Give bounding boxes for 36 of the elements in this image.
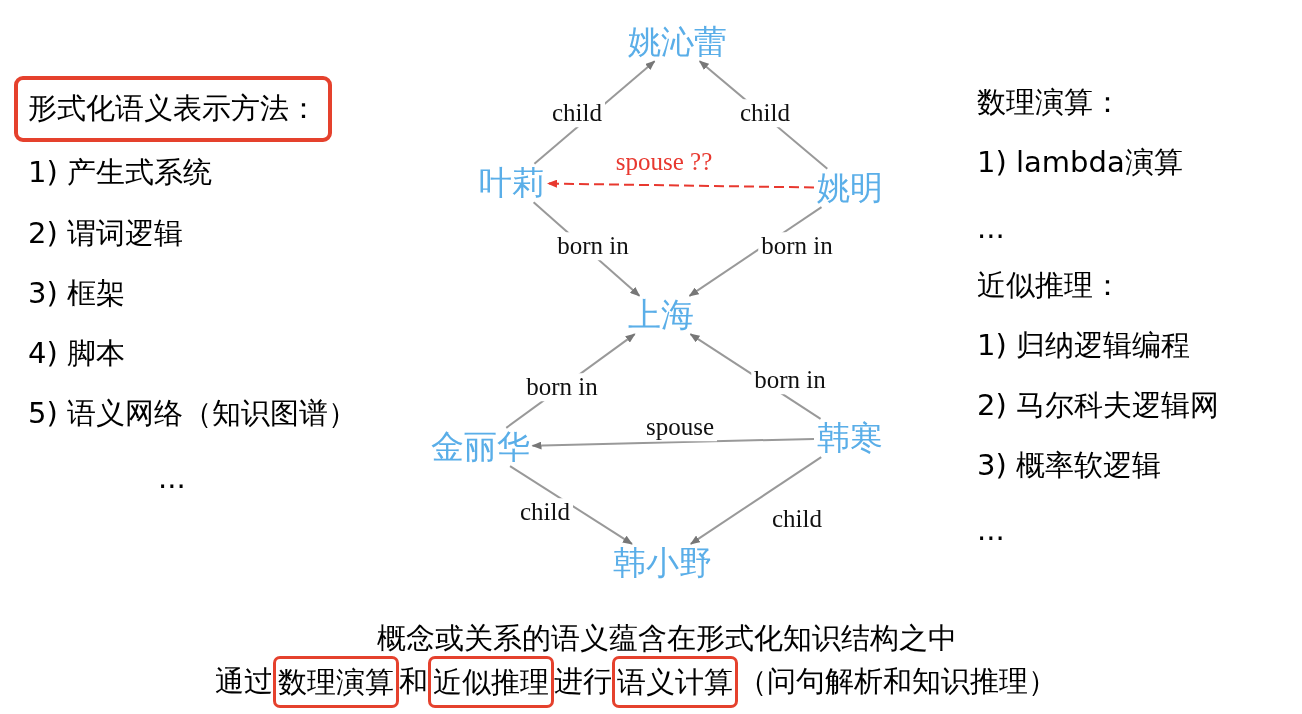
entity-label: 姚沁蕾: [625, 23, 729, 61]
list-item: 5) 语义网络（知识图谱）: [28, 395, 357, 431]
list-item: 近似推理：: [977, 267, 1122, 303]
highlight-box: 数理演算: [273, 655, 399, 709]
list-item: ...: [977, 210, 1005, 246]
list-item: 1) lambda演算: [977, 144, 1183, 180]
arrow: [509, 465, 633, 545]
entity-label: 金丽华: [428, 428, 532, 466]
list-item: 3) 框架: [28, 275, 125, 311]
arrow: [531, 437, 815, 450]
list-item: 3) 概率软逻辑: [977, 447, 1161, 483]
entity-label: 韩小野: [610, 544, 714, 582]
list-item: 1) 产生式系统: [28, 154, 212, 190]
entity-label: 姚明: [815, 169, 885, 207]
caption-text: 和: [399, 663, 428, 700]
list-item: ...: [977, 512, 1005, 548]
entity-label: 上海: [626, 296, 696, 334]
caption-text: 进行: [554, 663, 612, 700]
arrow: [689, 456, 823, 545]
highlight-box: 近似推理: [428, 655, 554, 709]
list-item: 4) 脚本: [28, 335, 125, 371]
list-item: ...: [158, 460, 186, 496]
entity-label: 叶莉: [477, 164, 547, 202]
caption-text: 通过: [215, 663, 273, 700]
list-item: 1) 归纳逻辑编程: [977, 327, 1190, 363]
caption-text: （问句解析和知识推理）: [738, 663, 1057, 700]
edge-label: born in: [523, 373, 601, 401]
list-item: 数理演算：: [977, 84, 1122, 120]
highlight-box: 形式化语义表示方法：: [14, 76, 332, 142]
highlight-box: 语义计算: [612, 655, 738, 709]
caption-text: 概念或关系的语义蕴含在形式化知识结构之中: [376, 620, 958, 656]
arrow: [547, 179, 815, 189]
edge-label: born in: [554, 232, 632, 260]
list-item: 2) 马尔科夫逻辑网: [977, 387, 1219, 423]
list-item: 2) 谓词逻辑: [28, 215, 183, 251]
entity-label: 韩寒: [815, 419, 885, 457]
